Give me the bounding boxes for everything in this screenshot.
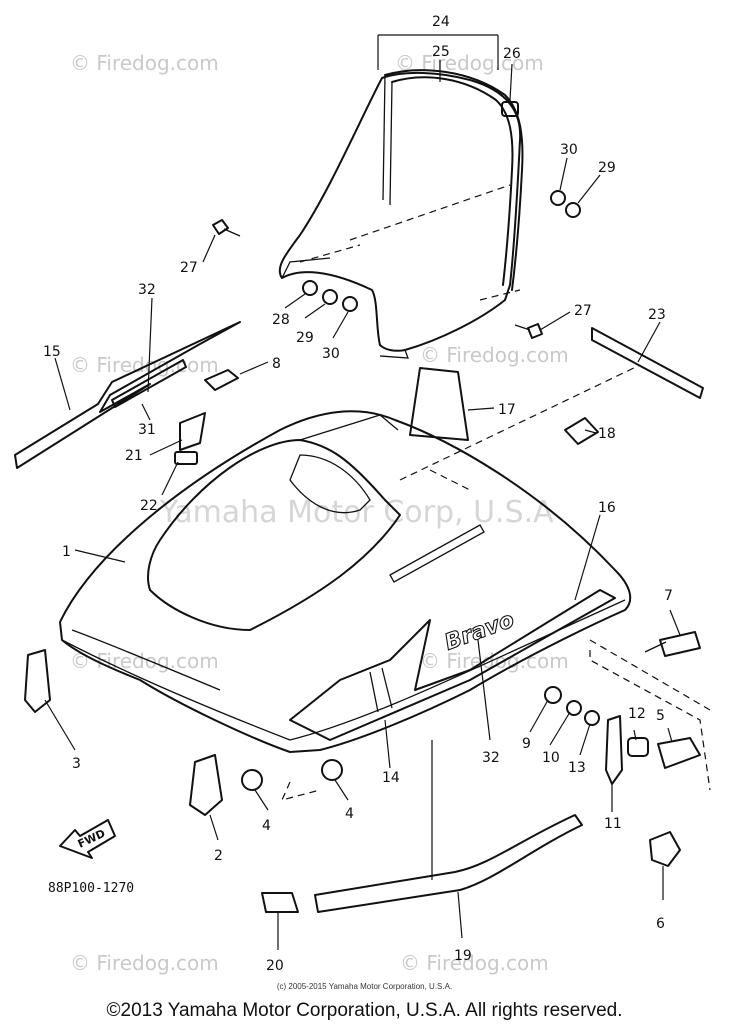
part-19-bumper xyxy=(314,814,583,913)
callout-10: 10 xyxy=(542,750,560,766)
part-9-nut xyxy=(544,686,562,704)
part-5-catch xyxy=(657,737,701,769)
part-20-pad xyxy=(261,892,299,913)
diagram-code: 88P100-1270 xyxy=(48,881,134,896)
callout-32: 32 xyxy=(138,282,156,298)
part-17-pad xyxy=(409,367,469,441)
callout-27: 27 xyxy=(574,303,592,319)
part-11-latch xyxy=(605,715,623,785)
part-21-pad xyxy=(179,412,206,451)
callout-7: 7 xyxy=(664,588,673,604)
callout-32: 32 xyxy=(482,750,500,766)
callout-8: 8 xyxy=(272,356,281,372)
callout-26: 26 xyxy=(503,46,521,62)
callout-numbers: 24 25 26 30 29 27 28 29 30 27 23 32 15 8… xyxy=(43,14,673,974)
callout-25: 25 xyxy=(432,44,450,60)
part-3-hinge xyxy=(24,649,51,713)
part-29-washer xyxy=(565,202,581,218)
leader-lines xyxy=(44,34,681,950)
watermark: © Firedog.com xyxy=(400,951,549,975)
guide-line xyxy=(589,650,711,791)
watermark: © Firedog.com xyxy=(70,51,219,75)
part-30-nut xyxy=(342,296,358,312)
callout-30: 30 xyxy=(560,142,578,158)
part-7-strap xyxy=(659,631,701,657)
watermark: © Firedog.com xyxy=(420,343,569,367)
part-2-hinge xyxy=(189,754,223,816)
part-26-clip xyxy=(501,101,519,117)
hood xyxy=(59,410,632,753)
watermark: © Firedog.com xyxy=(420,649,569,673)
watermark-company: Yamaha Motor Corp, U.S.A xyxy=(159,495,554,530)
part-4-grommet xyxy=(321,759,343,781)
callout-17: 17 xyxy=(498,402,516,418)
callout-11: 11 xyxy=(604,816,622,832)
part-27-screw xyxy=(212,219,241,237)
part-30-nut xyxy=(550,190,566,206)
part-10-washer xyxy=(566,700,582,716)
watermark: © Firedog.com xyxy=(70,353,219,377)
fwd-arrow: FWD xyxy=(59,819,116,859)
part-23-bar xyxy=(591,327,704,399)
callout-24: 24 xyxy=(432,14,450,30)
part-27-screw xyxy=(514,323,543,339)
part-8-bracket xyxy=(204,369,239,391)
callout-27: 27 xyxy=(180,260,198,276)
callout-5: 5 xyxy=(656,708,665,724)
part-13-washer xyxy=(584,710,600,726)
callout-9: 9 xyxy=(522,736,531,752)
copyright-notice: ©2013 Yamaha Motor Corporation, U.S.A. A… xyxy=(106,1000,623,1021)
callout-31: 31 xyxy=(138,422,156,438)
callout-14: 14 xyxy=(382,770,400,786)
callout-18: 18 xyxy=(598,426,616,442)
part-22-pad xyxy=(174,451,198,465)
guide-line xyxy=(429,469,471,491)
legal-note: (c) 2005-2015 Yamaha Motor Corporation, … xyxy=(276,982,453,991)
callout-4: 4 xyxy=(345,806,354,822)
callout-19: 19 xyxy=(454,948,472,964)
callout-6: 6 xyxy=(656,916,665,932)
callout-15: 15 xyxy=(43,344,61,360)
callout-22: 22 xyxy=(140,498,158,514)
callout-20: 20 xyxy=(266,958,284,974)
part-7-screw xyxy=(644,641,667,653)
guide-line xyxy=(280,781,321,801)
callout-29: 29 xyxy=(598,160,616,176)
part-12-bushing xyxy=(627,737,649,757)
part-29-washer xyxy=(322,289,338,305)
callout-3: 3 xyxy=(72,756,81,772)
callout-30: 30 xyxy=(322,346,340,362)
watermark: © Firedog.com xyxy=(395,51,544,75)
callout-4: 4 xyxy=(262,818,271,834)
watermark: © Firedog.com xyxy=(70,649,219,673)
watermark: © Firedog.com xyxy=(70,951,219,975)
callout-29: 29 xyxy=(296,330,314,346)
callout-12: 12 xyxy=(628,706,646,722)
callout-2: 2 xyxy=(214,848,223,864)
part-15-decal xyxy=(14,321,241,469)
part-28-nut xyxy=(302,280,318,296)
windshield xyxy=(278,69,524,359)
part-4-grommet xyxy=(241,769,263,791)
part-18-plate xyxy=(564,417,599,445)
part-6-knob xyxy=(649,831,681,867)
callout-21: 21 xyxy=(125,448,143,464)
guide-line xyxy=(399,364,641,481)
callout-16: 16 xyxy=(598,500,616,516)
callout-23: 23 xyxy=(648,307,666,323)
part-31-decal xyxy=(111,359,187,408)
callout-1: 1 xyxy=(62,544,71,560)
callout-28: 28 xyxy=(272,312,290,328)
callout-13: 13 xyxy=(568,760,586,776)
